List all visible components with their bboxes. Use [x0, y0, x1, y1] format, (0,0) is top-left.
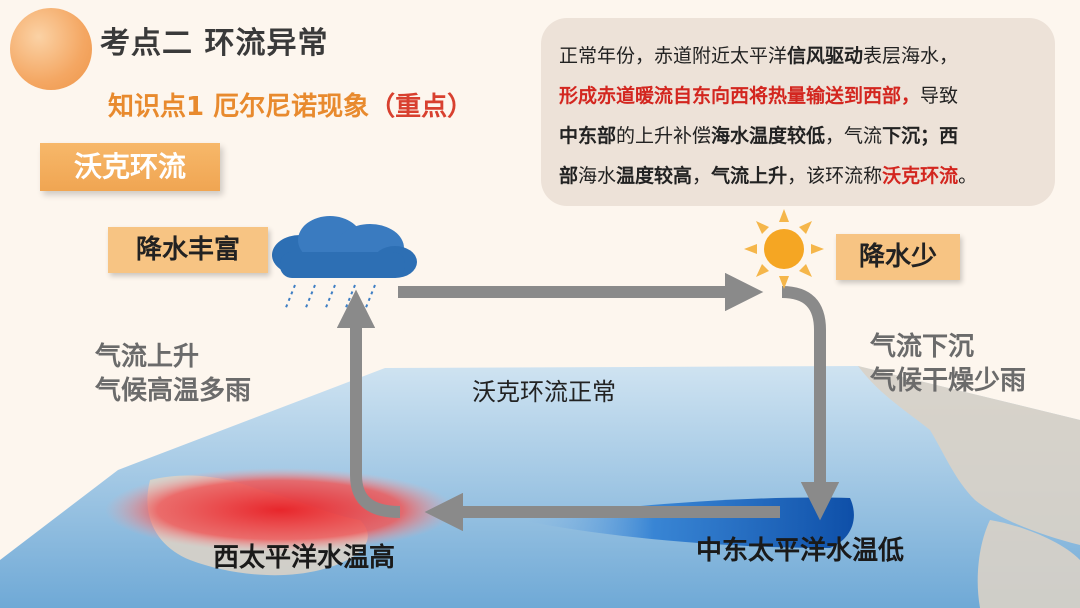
- rich-rain-label: 降水丰富: [108, 227, 268, 273]
- knowledge-point-title: 知识点1 厄尔尼诺现象（重点）: [108, 86, 473, 123]
- walker-normal-label: 沃克环流正常: [472, 378, 616, 406]
- arrow-east-descending: [781, 286, 840, 521]
- explanation-line-4: 部海水温度较高，气流上升，该环流称沃克环流。: [559, 165, 978, 187]
- decorative-circle: [10, 8, 92, 90]
- west-climate-text: 气流上升 气候高温多雨: [95, 340, 251, 408]
- sun-icon: [744, 209, 824, 289]
- east-climate-text: 气流下沉 气候干燥少雨: [870, 330, 1026, 398]
- less-rain-label: 降水少: [836, 234, 960, 280]
- explanation-line-1: 正常年份，赤道附近太平洋信风驱动表层海水，: [559, 45, 959, 67]
- south-america-land: [977, 520, 1080, 608]
- east-pacific-label: 中东太平洋水温低: [696, 536, 905, 566]
- west-pacific-label: 西太平洋水温高: [213, 543, 396, 573]
- west-airflow: 气流上升: [95, 342, 200, 372]
- arrow-west-ascending: [336, 289, 401, 518]
- explanation-line-2: 形成赤道暖流自东向西将热量输送到西部，导致: [559, 85, 959, 107]
- explanation-line-3: 中东部的上升补偿海水温度较低，气流下沉；西: [559, 125, 959, 147]
- knowledge-point-main: 知识点1 厄尔尼诺现象: [108, 92, 370, 122]
- knowledge-point-key: （重点）: [369, 92, 474, 122]
- page-title: 考点二 环流异常: [100, 26, 329, 61]
- warm-pool: [105, 468, 455, 552]
- east-climate: 气候干燥少雨: [870, 366, 1027, 396]
- explanation-box: 正常年份，赤道附近太平洋信风驱动表层海水， 形成赤道暖流自东向西将热量输送到西部…: [541, 18, 1055, 206]
- east-airflow: 气流下沉: [870, 332, 975, 362]
- west-climate: 气候高温多雨: [95, 376, 252, 406]
- americas-land: [858, 366, 1080, 545]
- rain-cloud-icon: [272, 216, 417, 311]
- section-tag: 沃克环流: [40, 143, 220, 191]
